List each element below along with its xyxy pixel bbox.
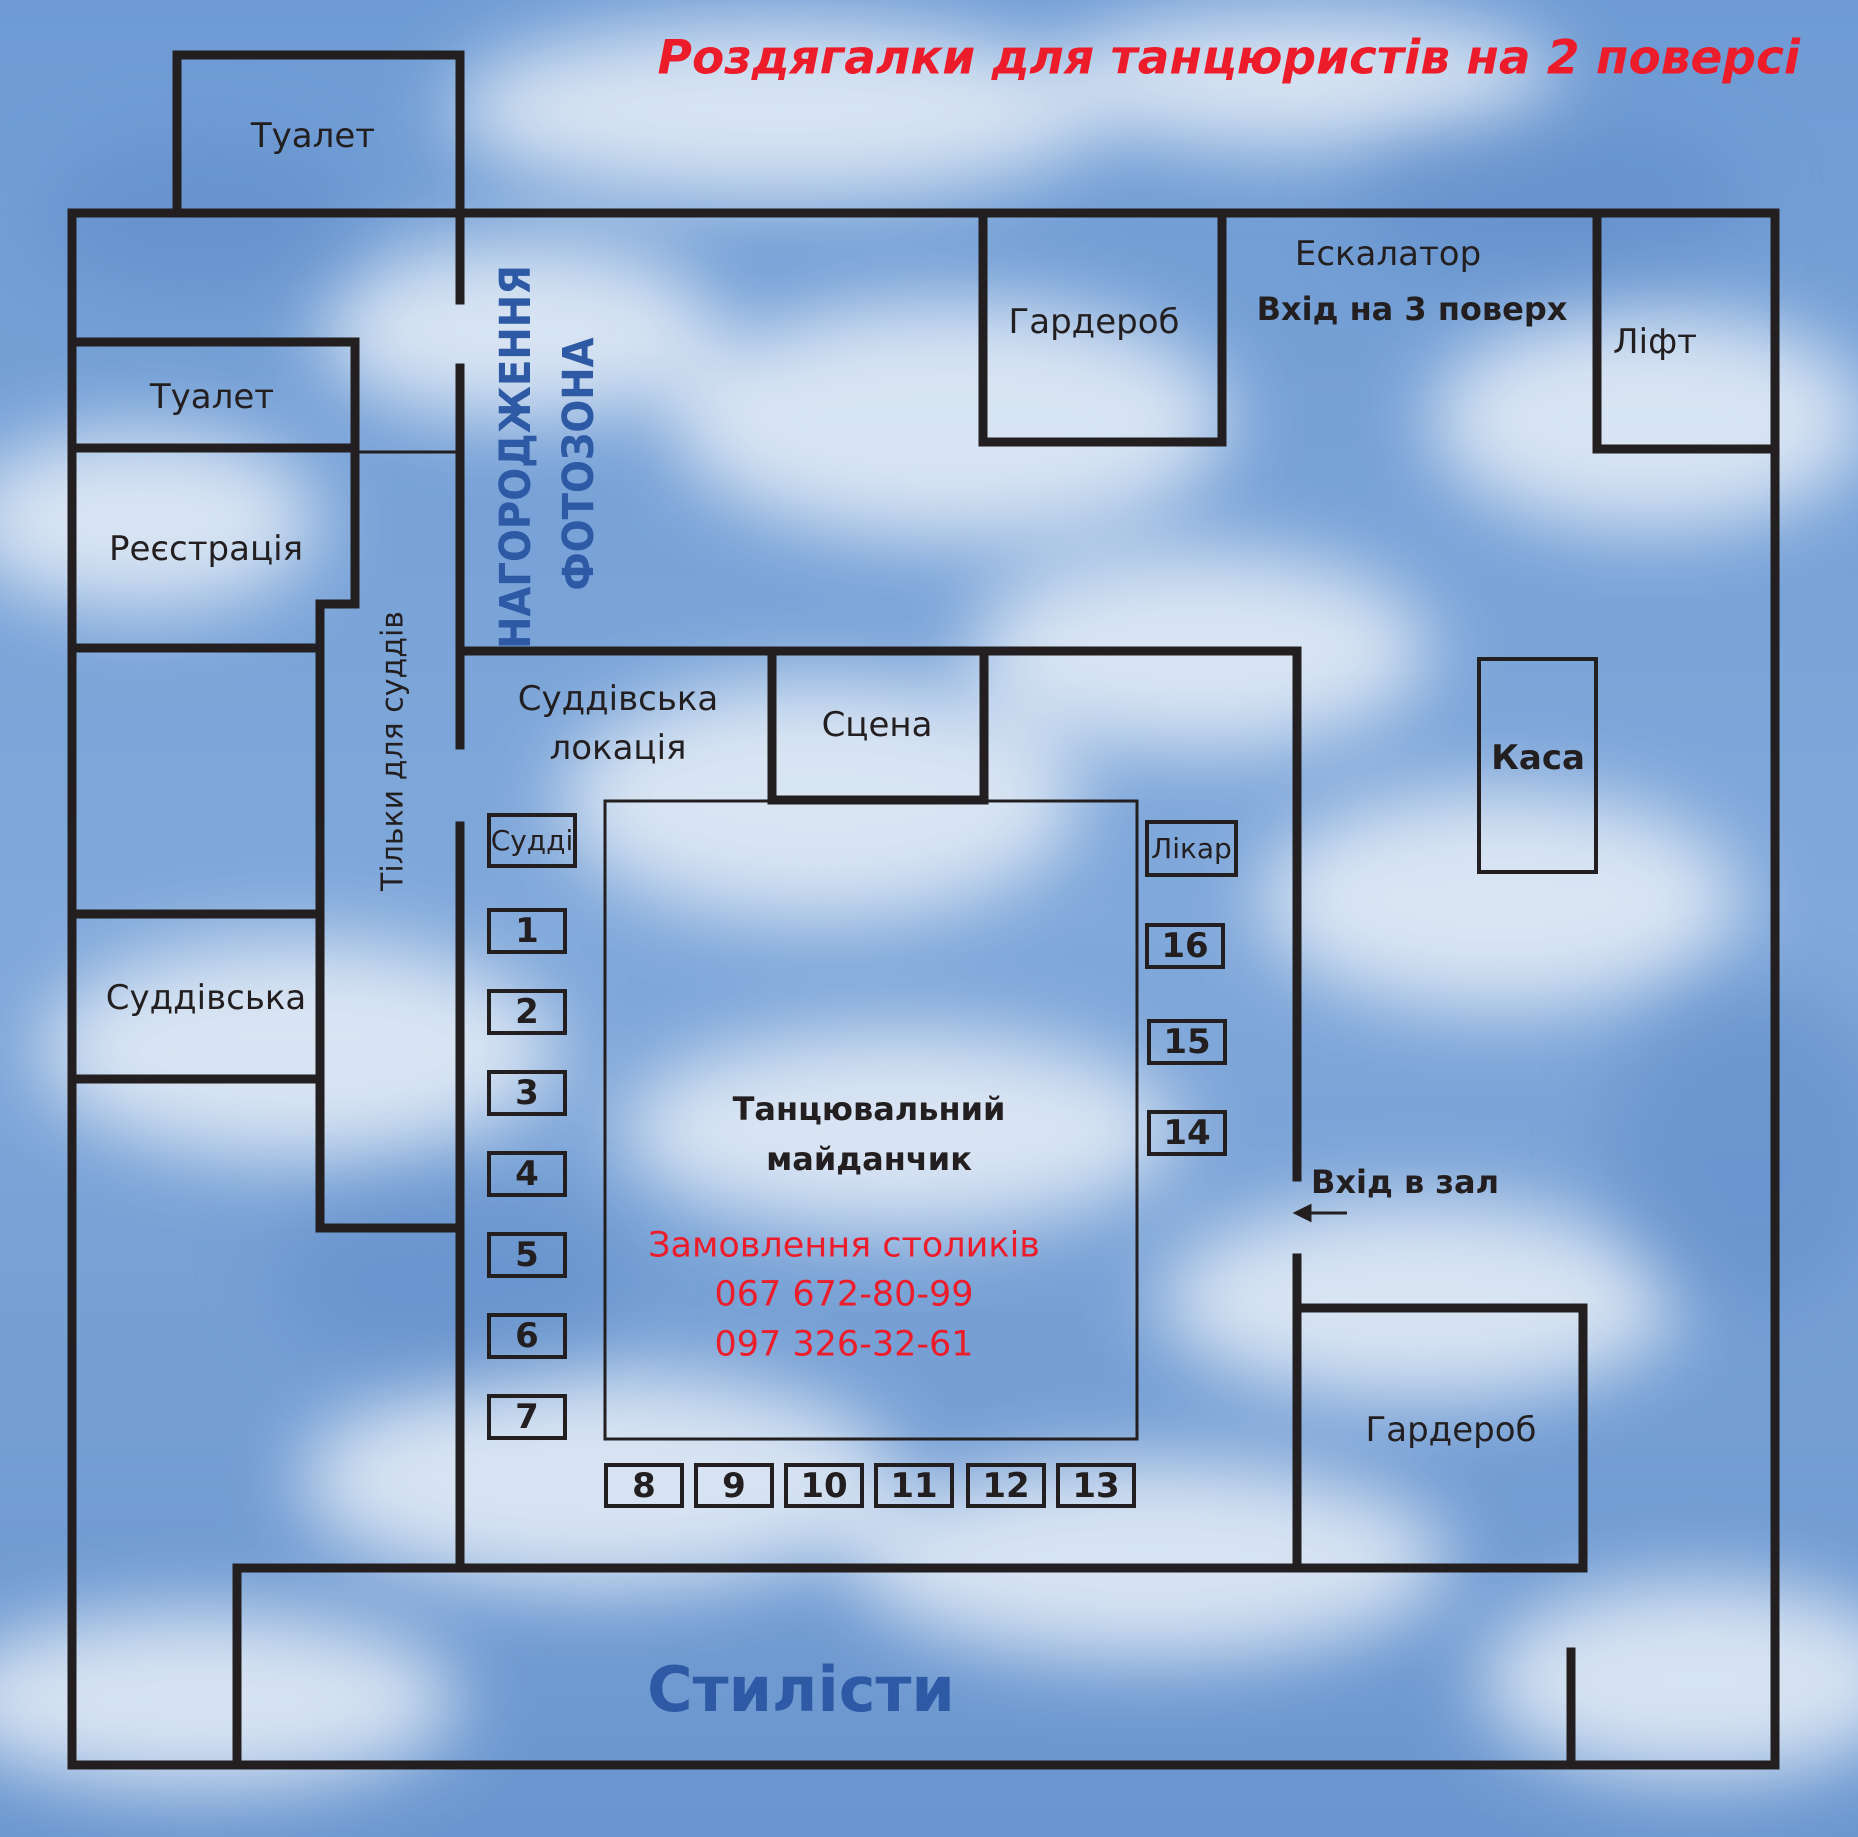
dance-floor-label-line2: майданчик	[766, 1140, 972, 1178]
judges-location-label-line1: Суддівська	[517, 679, 719, 719]
table-1[interactable]: 1	[487, 908, 567, 954]
doctor-tag: Лікар	[1145, 820, 1238, 877]
escalator-label: Ескалатор	[1294, 234, 1482, 274]
stage-label: Сцена	[821, 705, 933, 745]
table-11[interactable]: 11	[874, 1463, 954, 1508]
table-booking-label: Замовлення столиків	[648, 1225, 1040, 1266]
page-title: Роздягалки для танцюристів на 2 поверсі	[657, 30, 1800, 86]
stylists-label: Стилісти	[647, 1653, 955, 1726]
table-13[interactable]: 13	[1056, 1463, 1136, 1508]
cashier-box	[1477, 657, 1598, 874]
wardrobe-bottom-label: Гардероб	[1365, 1410, 1537, 1450]
wardrobe-top-label: Гардероб	[1008, 302, 1180, 342]
lift-label: Ліфт	[1613, 322, 1697, 362]
booking-phone-1[interactable]: 067 672-80-99	[714, 1274, 974, 1315]
wall-toilet-top	[172, 50, 465, 305]
awards-label: НАГОРОДЖЕННЯ	[491, 265, 541, 649]
toilet-top-label: Туалет	[250, 116, 376, 156]
table-16[interactable]: 16	[1145, 923, 1225, 969]
judges-location-label-line2: локація	[549, 728, 687, 768]
wall-wardrobe-bottom	[1299, 1303, 1588, 1573]
table-7[interactable]: 7	[487, 1394, 567, 1440]
wall-toilet-left	[67, 337, 360, 453]
wall-lift	[1592, 208, 1780, 454]
table-12[interactable]: 12	[966, 1463, 1046, 1508]
table-14[interactable]: 14	[1147, 1110, 1227, 1156]
arrow-left-icon	[1292, 1203, 1347, 1223]
dance-floor-border	[603, 799, 1139, 1441]
booking-phone-2[interactable]: 097 326-32-61	[714, 1324, 974, 1365]
table-9[interactable]: 9	[694, 1463, 774, 1508]
toilet-left-label: Туалет	[149, 377, 275, 417]
cashier-label: Каса	[1491, 738, 1585, 778]
registration-label: Реєстрація	[108, 529, 304, 569]
wall-registration	[315, 443, 465, 1233]
hall-entrance-label: Вхід в зал	[1311, 1163, 1499, 1201]
judges-tag: Судді	[487, 813, 577, 868]
entrance-3rd-floor-label: Вхід на 3 поверх	[1256, 290, 1568, 328]
table-6[interactable]: 6	[487, 1313, 567, 1359]
judges-only-corridor-label: Тільки для суддів	[375, 611, 411, 891]
table-15[interactable]: 15	[1147, 1019, 1227, 1065]
table-8[interactable]: 8	[604, 1463, 684, 1508]
table-10[interactable]: 10	[784, 1463, 864, 1508]
wall-stylists	[232, 1563, 1588, 1770]
judges-room-label: Суддівська	[105, 978, 307, 1018]
table-5[interactable]: 5	[487, 1232, 567, 1278]
dance-floor-label-line1: Танцювальний	[732, 1090, 1006, 1128]
wall-wardrobe-top	[978, 208, 1227, 447]
photozone-label: ФОТОЗОНА	[554, 337, 604, 591]
table-4[interactable]: 4	[487, 1151, 567, 1197]
table-2[interactable]: 2	[487, 989, 567, 1035]
table-3[interactable]: 3	[487, 1070, 567, 1116]
